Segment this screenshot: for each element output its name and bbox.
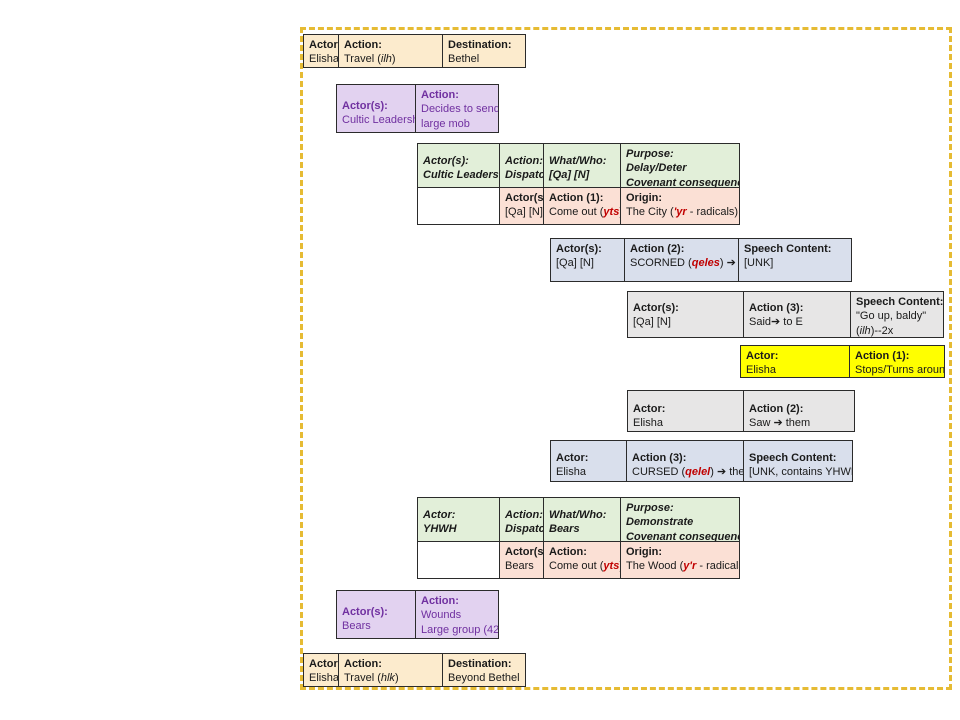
cell-actors: Actor(s): Bears bbox=[499, 541, 544, 579]
cell-action-2: Action (2): Saw ➔ them bbox=[743, 390, 855, 432]
cell-action: Action: Travel (ilh) bbox=[338, 34, 443, 68]
block-stops-turns: Actor: Elisha Action (1): Stops/Turns ar… bbox=[740, 345, 945, 378]
cell-empty bbox=[417, 187, 500, 225]
cell-action: Action: Dispatch bbox=[499, 143, 544, 188]
block-dispatch-mob: Actor(s): Cultic Leadership Action: Disp… bbox=[417, 143, 740, 225]
block-cursed: Actor: Elisha Action (3): CURSED (qelel)… bbox=[550, 440, 853, 482]
cell-action-3: Action (3): Said➔ to E bbox=[743, 291, 851, 338]
cell-whatwho: What/Who: Bears bbox=[543, 497, 621, 542]
cell-action: Action: Wounds Large group (42) bbox=[415, 590, 499, 639]
dispatch-bears-header-row: Actor: YHWH Action: Dispatch What/Who: B… bbox=[417, 497, 740, 542]
cell-action: Action: Decides to send large mob bbox=[415, 84, 499, 133]
cell-speech-content: Speech Content: [UNK] bbox=[738, 238, 852, 282]
cell-actors: Actor(s): Cultic Leadership bbox=[417, 143, 500, 188]
cell-actor: Actor: Elisha bbox=[550, 440, 627, 482]
block-said-to-e: Actor(s): [Qa] [N] Action (3): Said➔ to … bbox=[627, 291, 944, 338]
block-dispatch-bears: Actor: YHWH Action: Dispatch What/Who: B… bbox=[417, 497, 740, 579]
cell-action-3: Action (3): CURSED (qelel) ➔ them bbox=[626, 440, 744, 482]
cell-empty bbox=[417, 541, 500, 579]
cell-actors: Actor(s): Cultic Leadership bbox=[336, 84, 416, 133]
cell-action-1: Action (1): Come out (yts) bbox=[543, 187, 621, 225]
block-scorned: Actor(s): [Qa] [N] Action (2): SCORNED (… bbox=[550, 238, 852, 282]
block-cultic-decision: Actor(s): Cultic Leadership Action: Deci… bbox=[336, 84, 499, 133]
block-travel-beyond: Actor: Elisha Action: Travel (hlk) Desti… bbox=[303, 653, 526, 687]
cell-purpose: Purpose: Delay/Deter Covenant consequenc… bbox=[620, 143, 740, 188]
cell-actors: Actor(s): [Qa] [N] bbox=[550, 238, 625, 282]
cell-action: Action: Travel (hlk) bbox=[338, 653, 443, 687]
cell-actor: Actor: Elisha bbox=[627, 390, 744, 432]
block-bears-wound: Actor(s): Bears Action: Wounds Large gro… bbox=[336, 590, 499, 639]
cell-destination: Destination: Bethel bbox=[442, 34, 526, 68]
cell-destination: Destination: Beyond Bethel bbox=[442, 653, 526, 687]
block-saw-them: Actor: Elisha Action (2): Saw ➔ them bbox=[627, 390, 855, 432]
cell-actors: Actor(s): [Qa] [N] bbox=[627, 291, 744, 338]
cell-action: Action: Come out (yts) bbox=[543, 541, 621, 579]
cell-actors: Actor(s): Bears bbox=[336, 590, 416, 639]
cell-purpose: Purpose: Demonstrate Covenant consequenc… bbox=[620, 497, 740, 542]
cell-actor: Actor: YHWH bbox=[417, 497, 500, 542]
cell-speech-content: Speech Content: [UNK, contains YHWH] bbox=[743, 440, 853, 482]
cell-whatwho: What/Who: [Qa] [N] bbox=[543, 143, 621, 188]
dispatch-mob-header-row: Actor(s): Cultic Leadership Action: Disp… bbox=[417, 143, 740, 188]
cell-actor: Actor: Elisha bbox=[303, 653, 339, 687]
dispatch-mob-sub-row: Actor(s): [Qa] [N] Action (1): Come out … bbox=[417, 187, 740, 225]
cell-action-2: Action (2): SCORNED (qeles) ➔ him bbox=[624, 238, 739, 282]
cell-origin: Origin: The Wood (y'r - radicals) bbox=[620, 541, 740, 579]
cell-actor: Actor: Elisha bbox=[740, 345, 850, 378]
cell-speech-content: Speech Content: "Go up, baldy" (ilh)--2x bbox=[850, 291, 944, 338]
cell-actors: Actor(s): [Qa] [N] bbox=[499, 187, 544, 225]
cell-origin: Origin: The City ('yr - radicals) bbox=[620, 187, 740, 225]
cell-actor: Actor: Elisha bbox=[303, 34, 339, 68]
dispatch-bears-sub-row: Actor(s): Bears Action: Come out (yts) O… bbox=[417, 541, 740, 579]
cell-action: Action: Dispatch bbox=[499, 497, 544, 542]
cell-action-1: Action (1): Stops/Turns around bbox=[849, 345, 945, 378]
block-travel-bethel: Actor: Elisha Action: Travel (ilh) Desti… bbox=[303, 34, 526, 68]
